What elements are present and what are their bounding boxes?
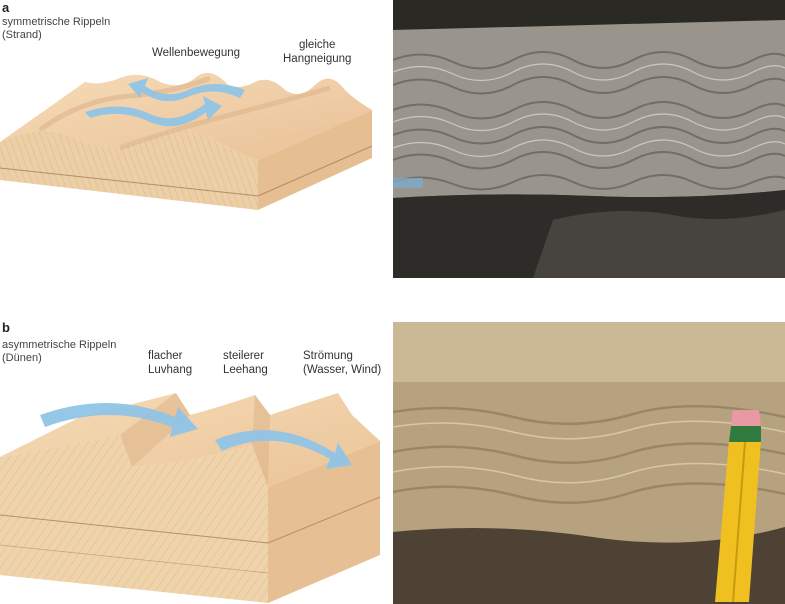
label-wellenbewegung: Wellenbewegung — [152, 47, 241, 59]
symmetric-ripples-block-diagram — [0, 72, 373, 210]
panel-b-letter: b — [2, 320, 10, 335]
label-steilerer-leehang: steilerer Leehang — [223, 350, 268, 376]
symmetric-ripples-rock-photo — [393, 0, 785, 278]
label-stroemung: Strömung (Wasser, Wind) — [303, 350, 382, 376]
panel-a-caption: symmetrische Rippeln (Strand) — [2, 16, 111, 41]
pencil-icon — [715, 410, 761, 603]
panel-b-caption: asymmetrische Rippeln (Dünen) — [2, 339, 117, 364]
panel-a-letter: a — [2, 0, 10, 15]
asymmetric-ripples-block-diagram — [0, 393, 381, 603]
label-flacher-luvhang: flacher Luvhang — [148, 350, 193, 376]
asymmetric-ripples-sandstone-photo — [393, 322, 785, 604]
label-gleiche-hangneigung: gleiche Hangneigung — [283, 39, 352, 65]
